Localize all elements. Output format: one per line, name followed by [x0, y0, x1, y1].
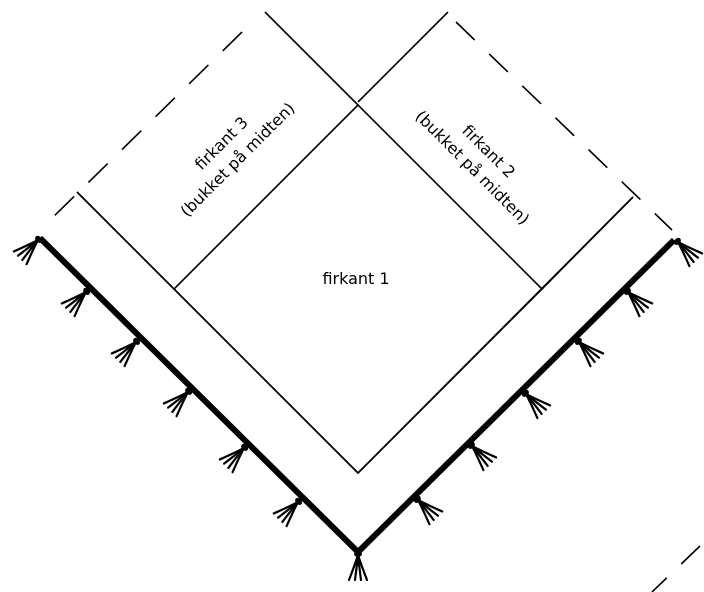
tassel [110, 337, 141, 368]
tassel [162, 387, 193, 418]
square-2-top-edge [357, 11, 449, 103]
tassel [413, 495, 444, 526]
tassel [272, 497, 303, 528]
square-1-label: firkant 1 [322, 269, 389, 288]
tassel [623, 287, 654, 318]
tassel [218, 443, 249, 474]
square-1 [172, 103, 544, 475]
tassel [60, 287, 91, 318]
square-3-top-edge [264, 11, 359, 106]
tassels [12, 235, 704, 582]
tassel [12, 235, 43, 266]
tassel [347, 551, 369, 582]
tassel [574, 337, 605, 368]
tassel [467, 441, 498, 472]
square-2-label: firkant 2 (bukket på midten) [411, 107, 533, 229]
square-2-bottom-edge [541, 196, 634, 290]
square-3-bottom-edge [76, 191, 175, 290]
square-2-fold-dashed-line [455, 21, 673, 231]
corner-dashed-line [651, 545, 701, 592]
square-3-label: firkant 3 (bukket på midten) [177, 99, 299, 221]
tassel [521, 389, 552, 420]
tassel [673, 237, 704, 268]
